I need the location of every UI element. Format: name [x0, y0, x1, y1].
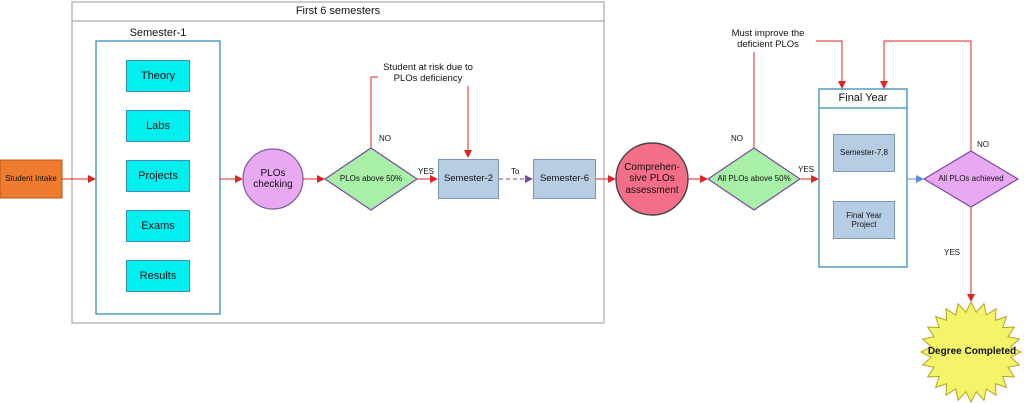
semester-6-box: Semester-6: [533, 159, 596, 199]
degree-completed-star: [919, 300, 1023, 403]
final-year-project-box: Final Year Project: [833, 201, 895, 239]
semester-1-item: Theory: [126, 60, 190, 92]
first-six-semesters-frame: [71, 1, 605, 324]
all-plos-above-50-label: All PLOs above 50%: [717, 174, 791, 184]
final-year-project-label: Final Year Project: [846, 210, 882, 229]
semester-6-label: Semester-6: [539, 172, 590, 184]
all-plos-above-50-diamond: [706, 147, 802, 211]
plos-above-50-diamond: [323, 147, 419, 211]
semester-1-title: Semester-1: [129, 27, 187, 39]
plos-checking-label: PLOs checking: [253, 167, 293, 191]
semester-1-item-label: Projects: [138, 169, 178, 182]
degree-completed-label: Degree Completed: [927, 346, 1017, 358]
semester-1-item-label: Results: [139, 269, 177, 282]
label-no-achieved: NO: [977, 140, 989, 149]
frame-title: First 6 semesters: [295, 5, 381, 17]
plos-above-50-label: PLOs above 50%: [339, 174, 403, 184]
semester-7-8-label: Semester-7,8: [839, 148, 889, 158]
semester-1-item: Results: [126, 260, 190, 292]
arrow-decision-no-to-semester2: [370, 76, 472, 158]
semester-1-item-label: Exams: [141, 219, 175, 232]
final-year-box: [818, 88, 908, 268]
student-intake-label: Student Intake: [5, 174, 57, 184]
label-yes-first-check: YES: [418, 167, 435, 176]
label-yes-all-above-50: YES: [798, 165, 815, 174]
comprehensive-assessment-label: Comprehen-sive PLOs assessment: [624, 161, 680, 196]
semester-2-box: Semester-2: [438, 159, 499, 199]
label-yes-achieved: YES: [944, 248, 961, 257]
semester-2-label: Semester-2: [443, 172, 494, 184]
semester-1-item: Exams: [126, 210, 190, 242]
note-at-risk: Student at risk due to PLOs deficiency: [378, 62, 478, 86]
note-must-improve: Must improve the deficient PLOs: [720, 28, 816, 52]
arrow-achieved-no-to-final-year: [880, 40, 972, 151]
semester-7-8-box: Semester-7,8: [833, 134, 895, 172]
semester-1-item: Projects: [126, 160, 190, 192]
label-no-all-above-50: NO: [731, 134, 743, 143]
final-year-title: Final Year: [838, 92, 888, 104]
label-no-first-check: NO: [379, 134, 391, 143]
student-intake-box: [0, 159, 63, 199]
label-to: To: [511, 167, 520, 176]
all-plos-achieved-label: All PLOs achieved: [938, 174, 1004, 184]
semester-1-item: Labs: [126, 110, 190, 142]
semester-1-item-label: Theory: [140, 69, 176, 82]
semester-1-item-label: Labs: [146, 119, 170, 132]
